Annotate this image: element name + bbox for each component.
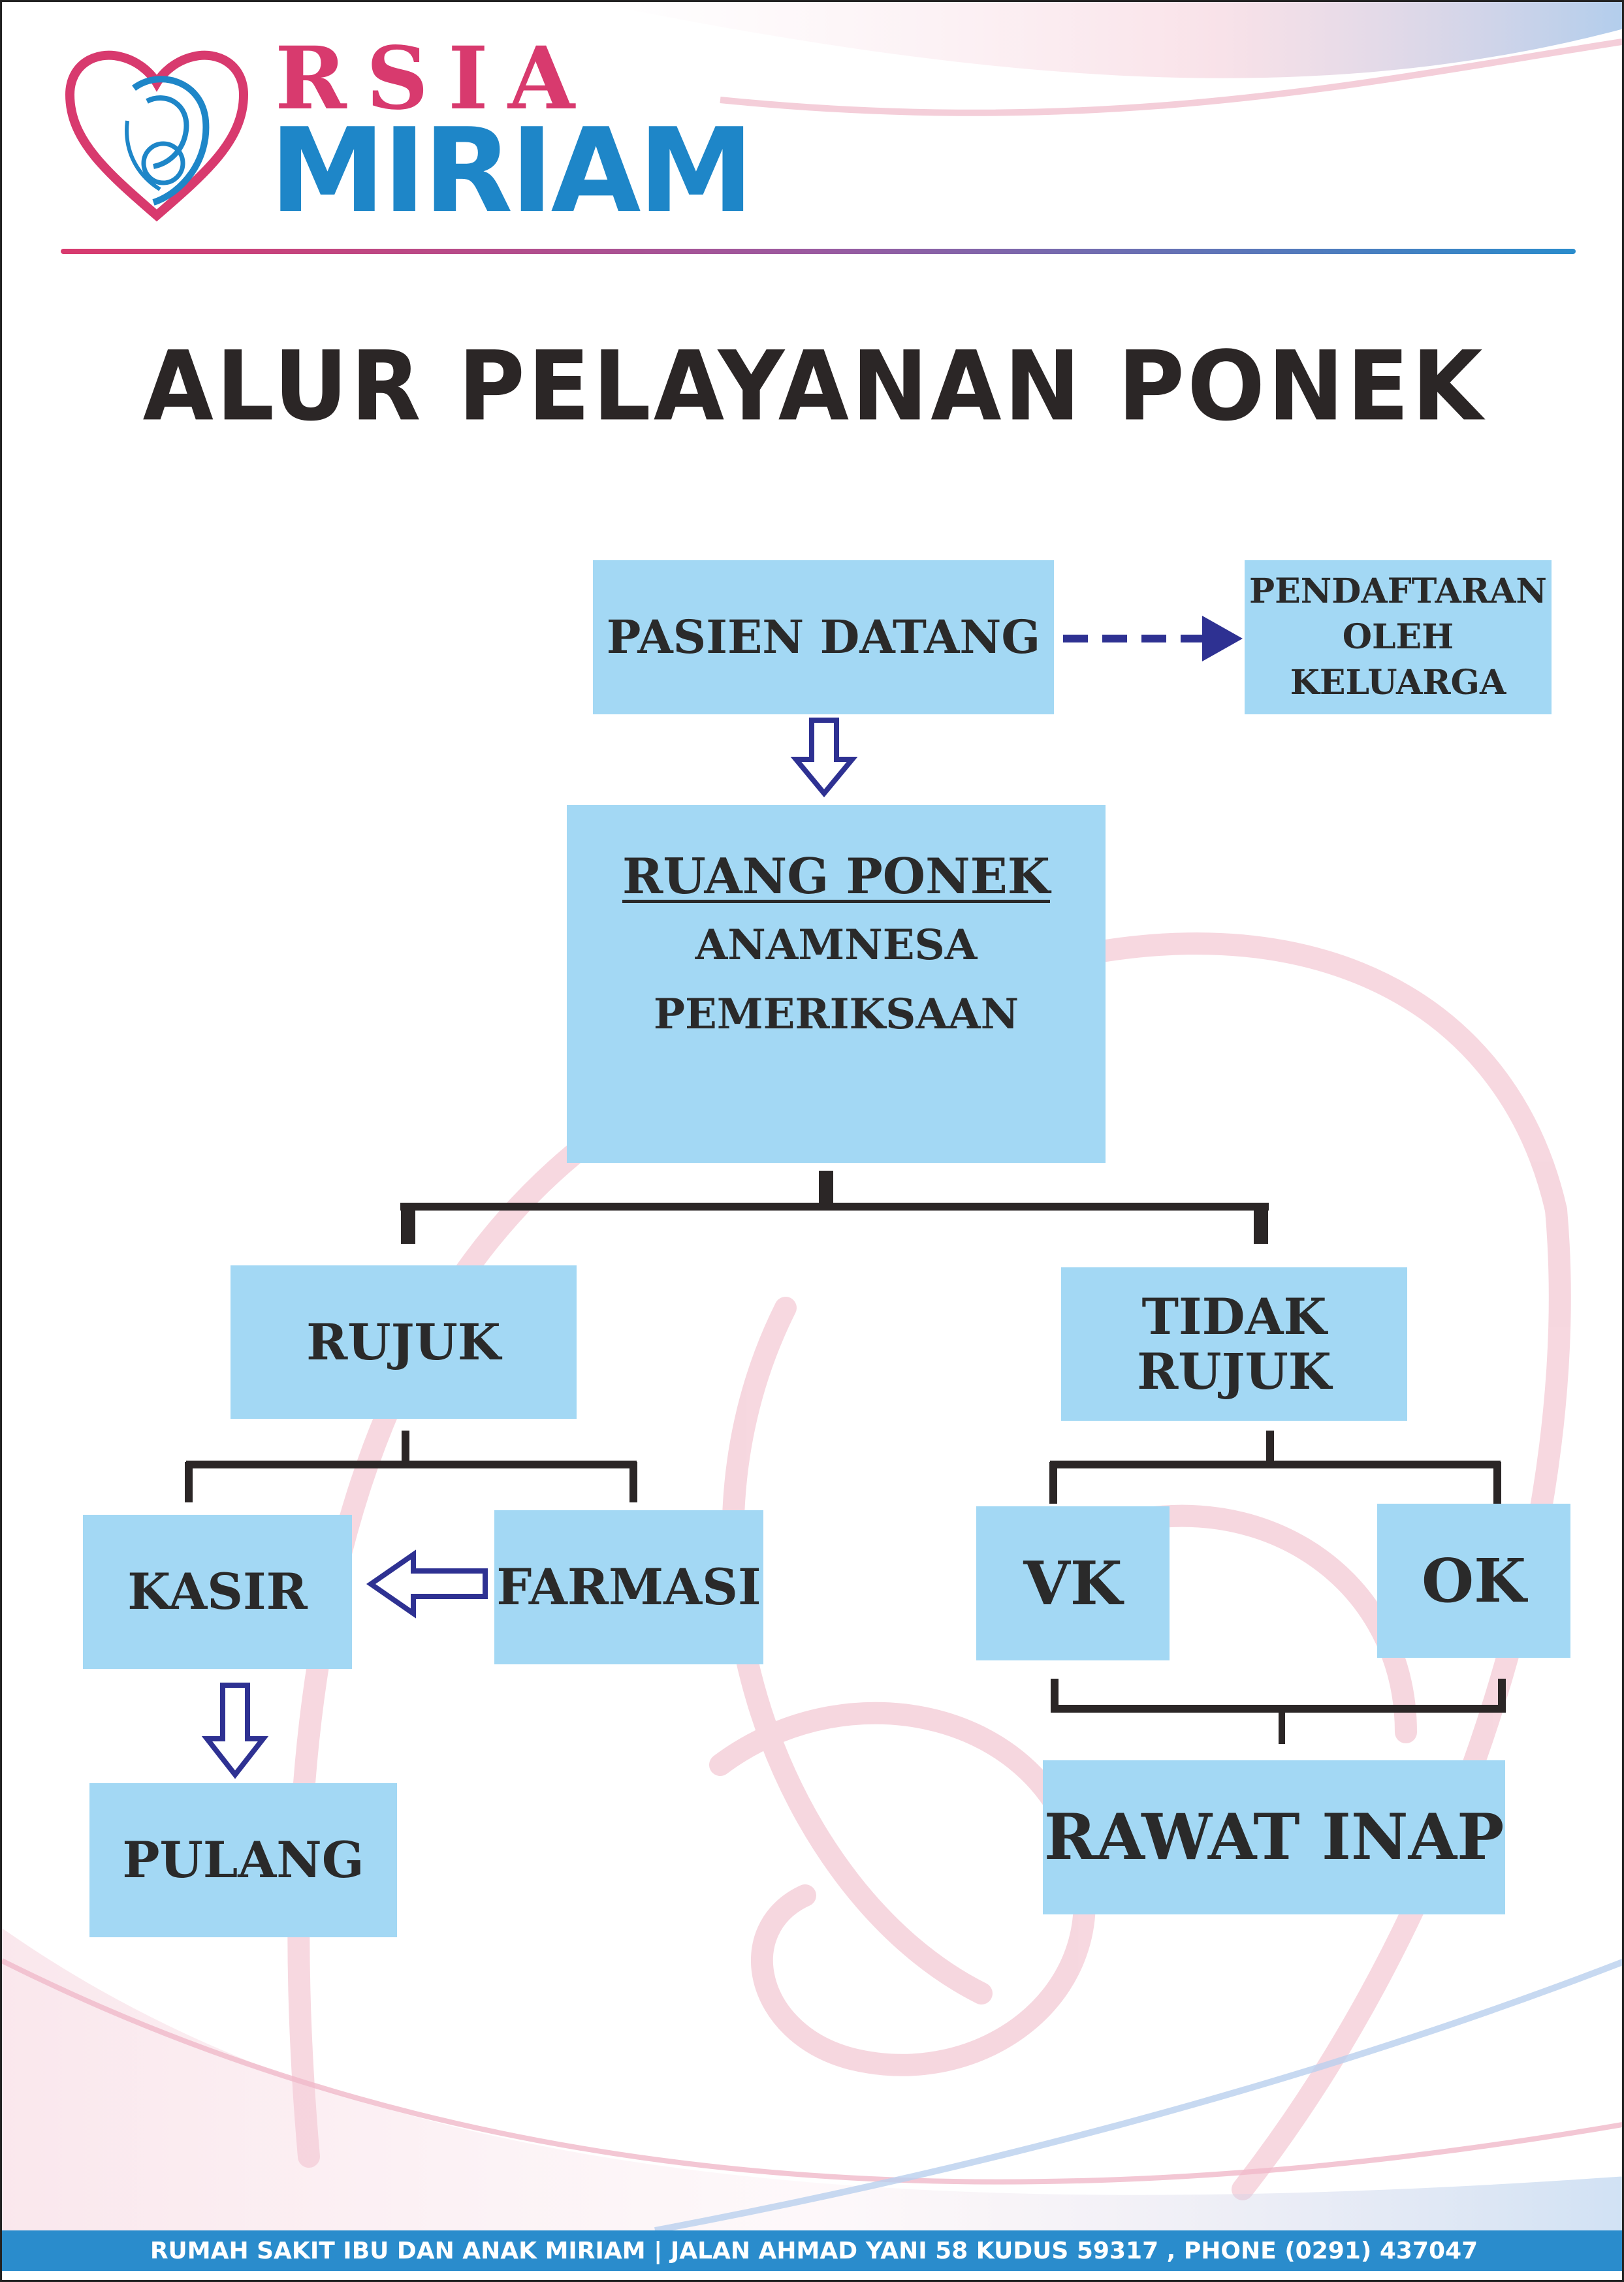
box-rujuk: RUJUK bbox=[231, 1265, 577, 1419]
page-title: ALUR PELAYANAN PONEK bbox=[142, 330, 1486, 443]
box-rawat-inap: RAWAT INAP bbox=[1043, 1760, 1505, 1914]
brand-rsia: RSIA bbox=[275, 28, 595, 129]
vk-label: VK bbox=[1023, 1547, 1122, 1619]
tree-connector-rawat-inap bbox=[1051, 1679, 1506, 1744]
box-ruang-ponek: RUANG PONEK ANAMNESA PEMERIKSAAN bbox=[567, 805, 1106, 1163]
tree-connector-rujuk bbox=[185, 1431, 637, 1502]
hollow-arrow-left bbox=[366, 1549, 488, 1619]
pulang-label: PULANG bbox=[122, 1831, 364, 1890]
ok-label: OK bbox=[1421, 1545, 1527, 1616]
rujuk-label-2: RUJUK bbox=[1137, 1342, 1331, 1401]
hollow-arrow-down-2 bbox=[201, 1683, 269, 1779]
box-farmasi: FARMASI bbox=[494, 1510, 763, 1664]
hollow-arrow-down-1 bbox=[790, 718, 858, 798]
box-kasir: KASIR bbox=[83, 1515, 352, 1669]
box-vk: VK bbox=[976, 1506, 1170, 1660]
brand-miriam: MIRIAM bbox=[270, 103, 754, 238]
tree-connector-tidak-rujuk bbox=[1049, 1431, 1501, 1504]
box-pendaftaran: PENDAFTARAN OLEH KELUARGA bbox=[1245, 560, 1552, 714]
rawat-inap-label: RAWAT INAP bbox=[1043, 1800, 1505, 1875]
anamnesa-label: ANAMNESA bbox=[695, 921, 978, 970]
box-ok: OK bbox=[1377, 1504, 1570, 1658]
pemeriksaan-label: PEMERIKSAAN bbox=[653, 990, 1019, 1039]
tree-connector-ponek bbox=[400, 1171, 1269, 1244]
pendaftaran-line-1: PENDAFTARAN bbox=[1249, 571, 1547, 611]
footer-address: RUMAH SAKIT IBU DAN ANAK MIRIAM | JALAN … bbox=[2, 2230, 1622, 2271]
tidak-label: TIDAK bbox=[1141, 1287, 1327, 1346]
box-pasien-datang: PASIEN DATANG bbox=[593, 560, 1054, 714]
rujuk-label: RUJUK bbox=[306, 1312, 501, 1371]
ruang-ponek-heading: RUANG PONEK bbox=[622, 848, 1050, 905]
box-tidak-rujuk: TIDAK RUJUK bbox=[1061, 1267, 1407, 1421]
pasien-datang-label: PASIEN DATANG bbox=[606, 609, 1041, 664]
farmasi-label: FARMASI bbox=[496, 1558, 761, 1617]
dashed-arrow-pendaftaran bbox=[1063, 616, 1243, 661]
logo-icon bbox=[65, 50, 249, 222]
pendaftaran-line-2: OLEH KELUARGA bbox=[1290, 616, 1506, 703]
kasir-label: KASIR bbox=[127, 1562, 308, 1621]
box-pulang: PULANG bbox=[89, 1783, 397, 1937]
